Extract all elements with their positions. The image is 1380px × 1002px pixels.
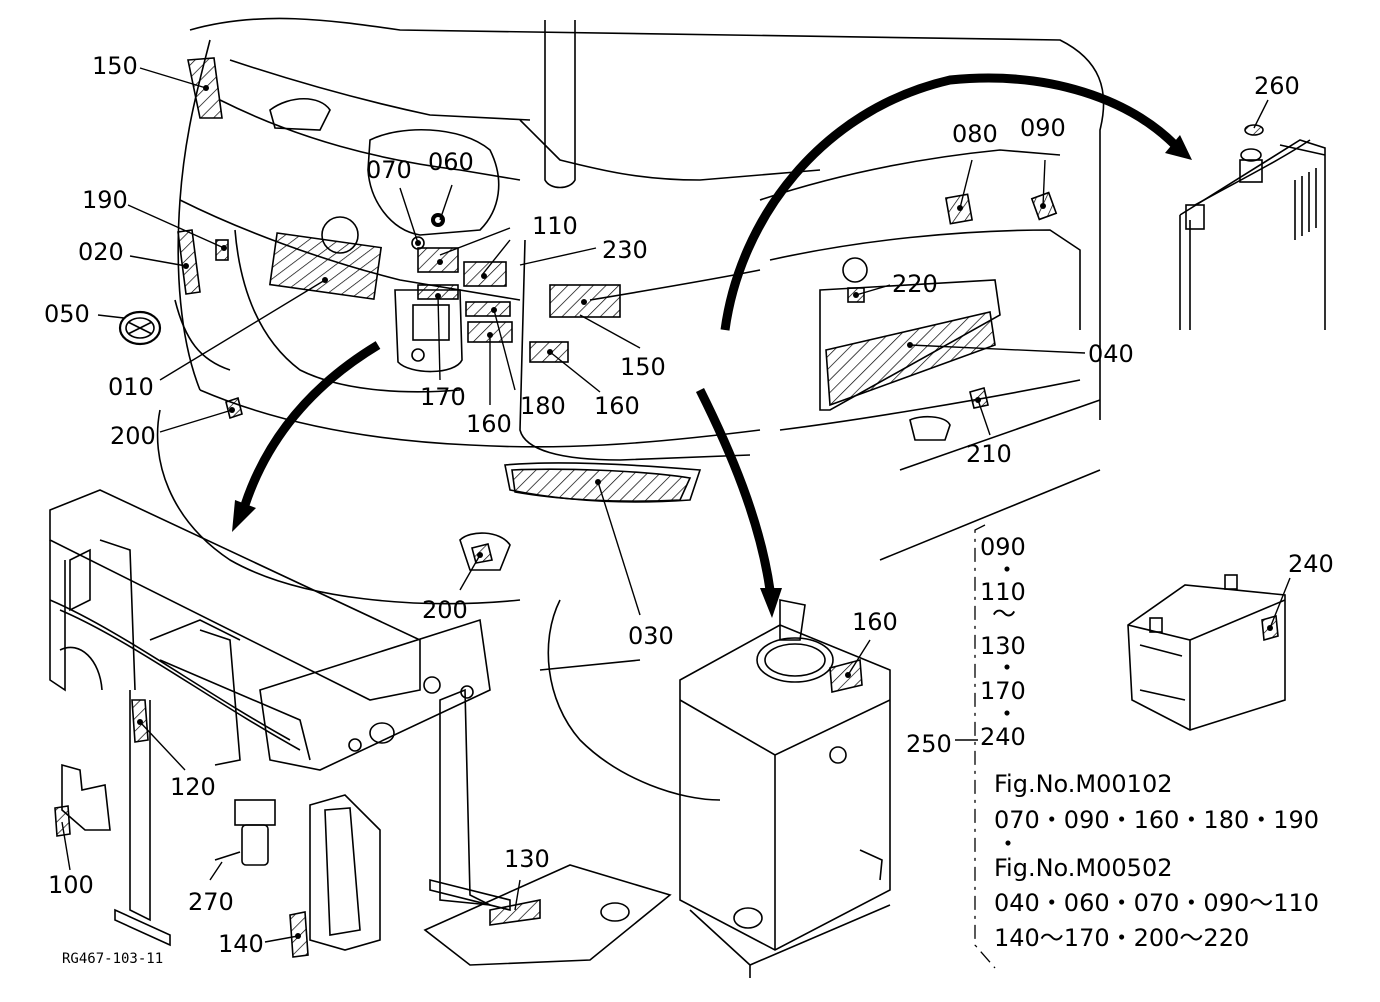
list-item: 110 <box>980 578 1026 606</box>
callout-label: 220 <box>892 270 938 298</box>
list-item: 〜 <box>992 600 1016 628</box>
list-note: 070・090・160・180・190 <box>994 806 1319 834</box>
list-item: 170 <box>980 677 1026 705</box>
callout-label: 070 <box>366 156 412 184</box>
callout-label: 090 <box>1020 114 1066 142</box>
callout-label: 010 <box>108 373 154 401</box>
bracket-100 <box>54 763 111 837</box>
decals <box>177 57 1058 564</box>
list-item: ・ <box>995 654 1019 682</box>
callout-label: 170 <box>420 383 466 411</box>
callout-label: 160 <box>594 392 640 420</box>
parts-list: 090 ・ 110 〜 130 ・ 170 ・ 240 Fig.No.M0010… <box>980 533 1319 952</box>
cover-140 <box>289 794 381 958</box>
list-note: Fig.No.M00502 <box>994 854 1173 882</box>
figure-code: RG467-103-11 <box>62 951 163 967</box>
battery <box>1127 574 1286 731</box>
list-item: ・ <box>995 556 1019 584</box>
callout-label: 160 <box>466 410 512 438</box>
filter-270 <box>214 799 276 866</box>
emblem-050 <box>118 310 162 346</box>
list-item: 240 <box>980 723 1026 751</box>
callout-label: 240 <box>1288 550 1334 578</box>
callout-label: 140 <box>218 930 264 958</box>
list-note: ・ <box>996 830 1020 858</box>
callout-label: 030 <box>628 622 674 650</box>
list-item: 130 <box>980 632 1026 660</box>
callout-label: 270 <box>188 888 234 916</box>
plate-130 <box>423 864 672 966</box>
callout-label: 200 <box>110 422 156 450</box>
callout-label: 230 <box>602 236 648 264</box>
callout-label: 180 <box>520 392 566 420</box>
callout-label: 060 <box>428 148 474 176</box>
callout-labels: 150 070 060 190 110 230 020 050 010 170 … <box>44 52 1334 958</box>
list-note: 040・060・070・090〜110 <box>994 889 1319 917</box>
callout-label: 080 <box>952 120 998 148</box>
list-item: 090 <box>980 533 1026 561</box>
callout-label: 250 <box>906 730 952 758</box>
callout-label: 110 <box>532 212 578 240</box>
callout-label: 160 <box>852 608 898 636</box>
callout-label: 210 <box>966 440 1012 468</box>
callout-label: 200 <box>422 596 468 624</box>
callout-label: 150 <box>92 52 138 80</box>
radiator <box>1179 124 1326 330</box>
list-item: ・ <box>995 700 1019 728</box>
fuel-tank <box>679 599 891 978</box>
callout-label: 260 <box>1254 72 1300 100</box>
callout-label: 100 <box>48 871 94 899</box>
callout-label: 150 <box>620 353 666 381</box>
callout-label: 040 <box>1088 340 1134 368</box>
callout-label: 050 <box>44 300 90 328</box>
callout-label: 020 <box>78 238 124 266</box>
callout-label: 120 <box>170 773 216 801</box>
list-bracket <box>974 524 996 969</box>
frame <box>49 489 511 947</box>
list-note: Fig.No.M00102 <box>994 770 1173 798</box>
callout-label: 190 <box>82 186 128 214</box>
curved-arrows <box>232 73 1192 618</box>
callout-label: 130 <box>504 845 550 873</box>
leader-lines <box>61 67 1291 943</box>
list-note: 140〜170・200〜220 <box>994 924 1249 952</box>
